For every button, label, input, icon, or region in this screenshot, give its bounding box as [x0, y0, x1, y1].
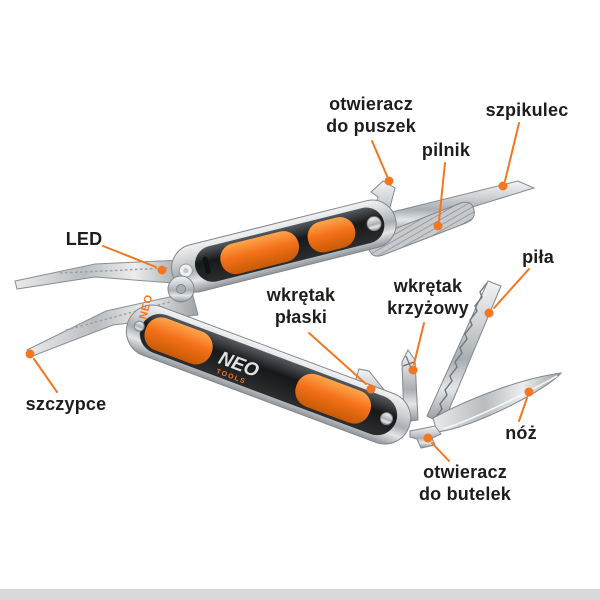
connector-dot-file — [433, 221, 443, 231]
connector-dot-awl — [498, 181, 508, 191]
leader-line-can-opener — [371, 140, 388, 177]
connector-dot-pliers — [25, 349, 35, 359]
leader-file — [433, 162, 446, 231]
label-flat-screwdriver: wkrętak płaski — [266, 285, 336, 327]
bottom-handle-screw — [380, 412, 394, 426]
leader-line-flat-screwdriver — [308, 332, 367, 385]
connector-dot-led — [157, 265, 167, 275]
leader-line-knife — [518, 397, 528, 422]
leader-awl — [498, 122, 520, 191]
label-saw: piła — [522, 247, 554, 267]
label-file: pilnik — [421, 140, 471, 160]
leader-line-awl — [504, 122, 520, 182]
leader-line-bottle-opener — [431, 442, 450, 462]
label-bottle-opener: otwieracz do butelek — [418, 462, 512, 504]
leader-flat-screwdriver — [308, 332, 376, 394]
leader-line-pliers — [33, 358, 58, 393]
leader-led — [102, 245, 167, 275]
label-can-opener: otwieracz do puszek — [326, 94, 416, 136]
connector-dot-bottle-opener — [423, 433, 433, 443]
label-led: LED — [65, 229, 103, 249]
top-handle-screw — [366, 216, 382, 232]
leader-bottle-opener — [423, 433, 450, 462]
leader-line-led — [102, 245, 157, 268]
top-grip-pad-left — [220, 231, 300, 275]
label-knife: nóż — [505, 423, 537, 443]
bottom-grip-pad-right — [295, 373, 372, 424]
connector-dot-can-opener — [384, 176, 394, 186]
bottom-handle: NEO TOOLS — [125, 304, 412, 445]
label-phillips-screwdriver: wkrętak krzyżowy — [387, 276, 469, 318]
leader-can-opener — [371, 140, 394, 186]
top-handle — [171, 199, 397, 293]
leader-line-phillips-screwdriver — [413, 322, 425, 365]
leader-knife — [518, 387, 534, 422]
connector-dot-flat-screwdriver — [366, 384, 376, 394]
leader-saw — [484, 268, 530, 318]
connector-dot-phillips-screwdriver — [408, 365, 418, 375]
connector-dot-saw — [484, 308, 494, 318]
leader-phillips-screwdriver — [408, 322, 425, 375]
leader-line-file — [438, 162, 446, 222]
leader-pliers — [25, 349, 58, 393]
bottom-strip — [0, 589, 600, 600]
leader-line-saw — [493, 268, 530, 309]
label-pliers: szczypce — [25, 394, 107, 414]
top-grip-pad-right — [307, 217, 356, 253]
label-awl: szpikulec — [485, 100, 569, 120]
bottom-grip-pad-left — [144, 317, 213, 365]
connector-dot-knife — [524, 387, 534, 397]
